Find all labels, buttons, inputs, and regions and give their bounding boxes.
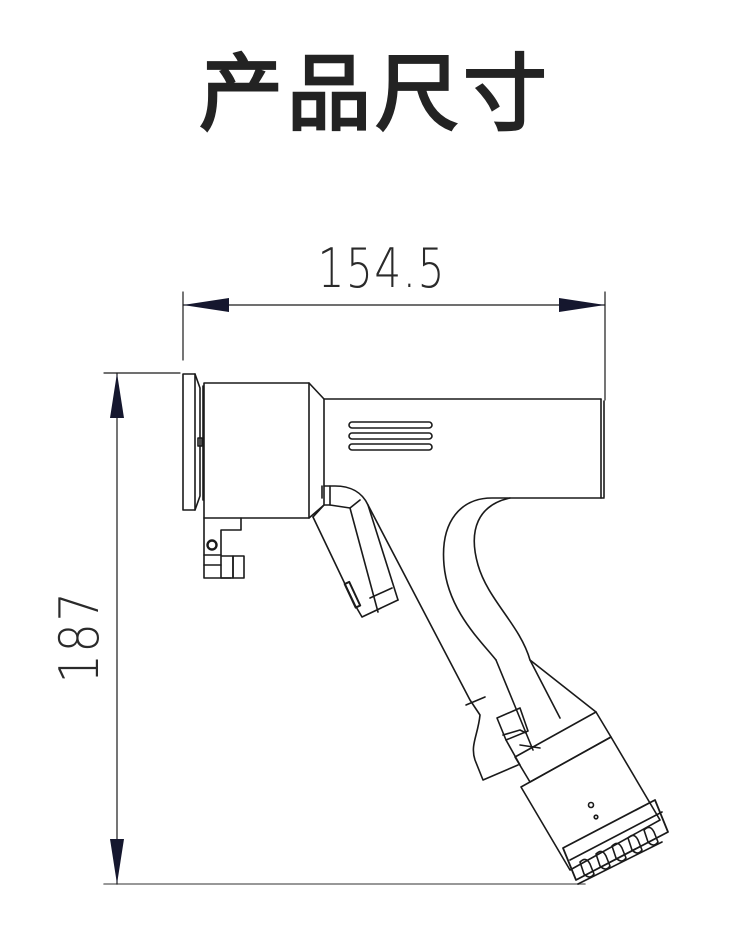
grip-front	[367, 504, 519, 781]
width-dimension-label: 154.5	[317, 237, 446, 300]
arrow-down-icon	[110, 839, 124, 884]
front-flange	[182, 373, 204, 511]
grip-back	[473, 497, 597, 751]
width-dimension-line	[182, 291, 606, 401]
height-dimension-line	[103, 372, 586, 885]
page-title: 产品尺寸	[198, 45, 551, 143]
trigger	[312, 485, 399, 618]
arrow-up-icon	[110, 373, 124, 418]
end-cap	[562, 799, 669, 885]
height-dimension-label: 187	[48, 590, 111, 684]
body-barrel	[321, 398, 605, 661]
arrow-left-icon	[183, 298, 229, 312]
bottom-bracket	[203, 517, 245, 579]
head-cylinder	[203, 382, 325, 519]
vent-slots	[348, 421, 433, 451]
arrow-right-icon	[559, 298, 605, 312]
collar	[514, 711, 661, 871]
